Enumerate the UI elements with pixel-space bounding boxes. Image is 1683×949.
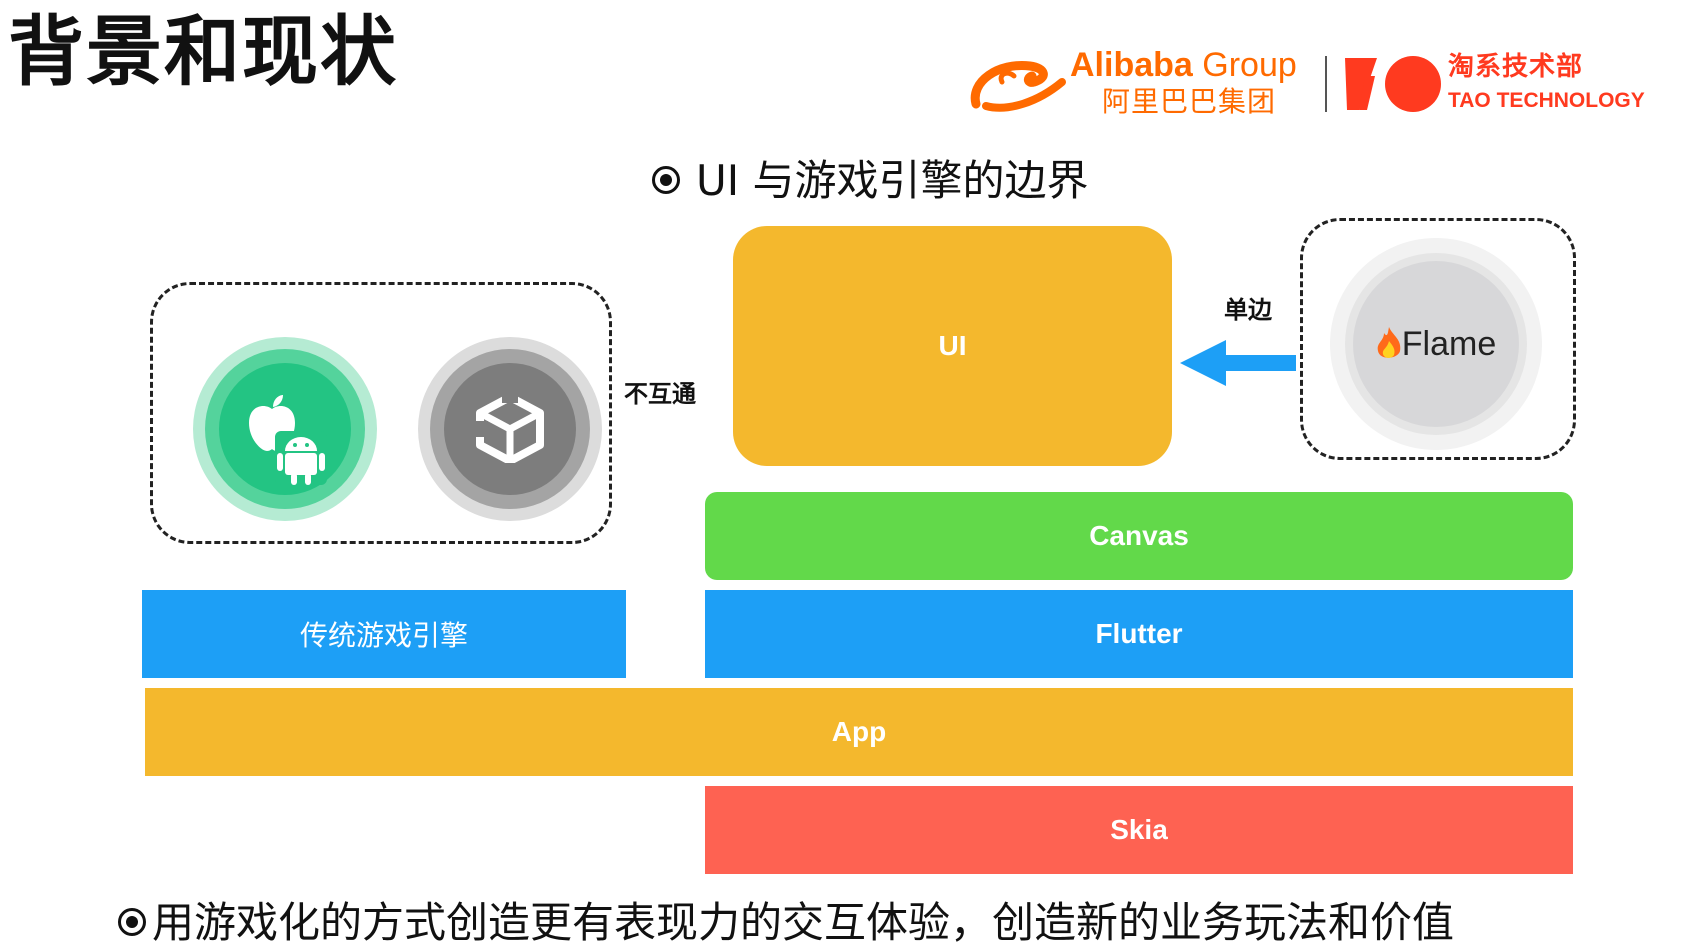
logo-divider (1325, 56, 1327, 112)
tao-technology-mark-icon (1345, 56, 1441, 112)
skia-block-label: Skia (1110, 814, 1168, 845)
flame-logo: Flame (1376, 325, 1496, 364)
bullet-icon (118, 907, 146, 936)
flame-circle: Flame (1330, 238, 1542, 450)
one-way-label: 单边 (1224, 296, 1272, 324)
ui-block-label: UI (938, 330, 967, 361)
skia-block: Skia (705, 786, 1573, 874)
mobile-platform-circle (193, 337, 377, 521)
subtitle: UI 与游戏引擎的边界 (652, 160, 1088, 202)
flutter-block-label: Flutter (1095, 618, 1183, 649)
flame-group (1300, 218, 1576, 460)
page-title: 背景和现状 (8, 7, 398, 96)
alibaba-cn-name: 阿里巴巴集团 (1102, 85, 1277, 118)
legacy-engine-block: 传统游戏引擎 (142, 590, 626, 678)
flame-text: Flame (1401, 324, 1497, 363)
canvas-block: Canvas (705, 492, 1573, 580)
unity-icon (474, 395, 544, 463)
bottom-statement-text: 用游戏化的方式创造更有表现力的交互体验，创造新的业务玩法和价值 (152, 898, 1455, 947)
alibaba-swoosh-icon (970, 61, 1066, 112)
android-icon (275, 431, 327, 485)
arrow-left-icon (1180, 340, 1296, 386)
bullet-icon (652, 165, 680, 194)
app-block-label: App (831, 716, 887, 747)
subtitle-text: UI 与游戏引擎的边界 (696, 156, 1089, 205)
unity-engine-circle (418, 337, 602, 521)
bottom-statement: 用游戏化的方式创造更有表现力的交互体验，创造新的业务玩法和价值 (118, 902, 1454, 944)
alibaba-wordmark: Alibaba Group (1070, 48, 1297, 82)
tao-cn-name: 淘系技术部 (1448, 52, 1584, 82)
alibaba-name: Alibaba (1070, 46, 1193, 84)
fire-icon (1377, 327, 1401, 358)
app-block: App (145, 688, 1573, 776)
canvas-block-label: Canvas (1089, 520, 1189, 551)
alibaba-group-logo: Alibaba Group 阿里巴巴集团 (968, 48, 1328, 118)
legacy-engine-label: 传统游戏引擎 (299, 620, 468, 651)
ui-block: UI (733, 226, 1172, 466)
traditional-engines-group (150, 282, 612, 544)
flutter-block: Flutter (705, 590, 1573, 678)
tao-en-name: TAO TECHNOLOGY (1448, 89, 1645, 112)
no-connect-label: 不互通 (624, 380, 696, 408)
alibaba-group-word: Group (1202, 46, 1297, 84)
